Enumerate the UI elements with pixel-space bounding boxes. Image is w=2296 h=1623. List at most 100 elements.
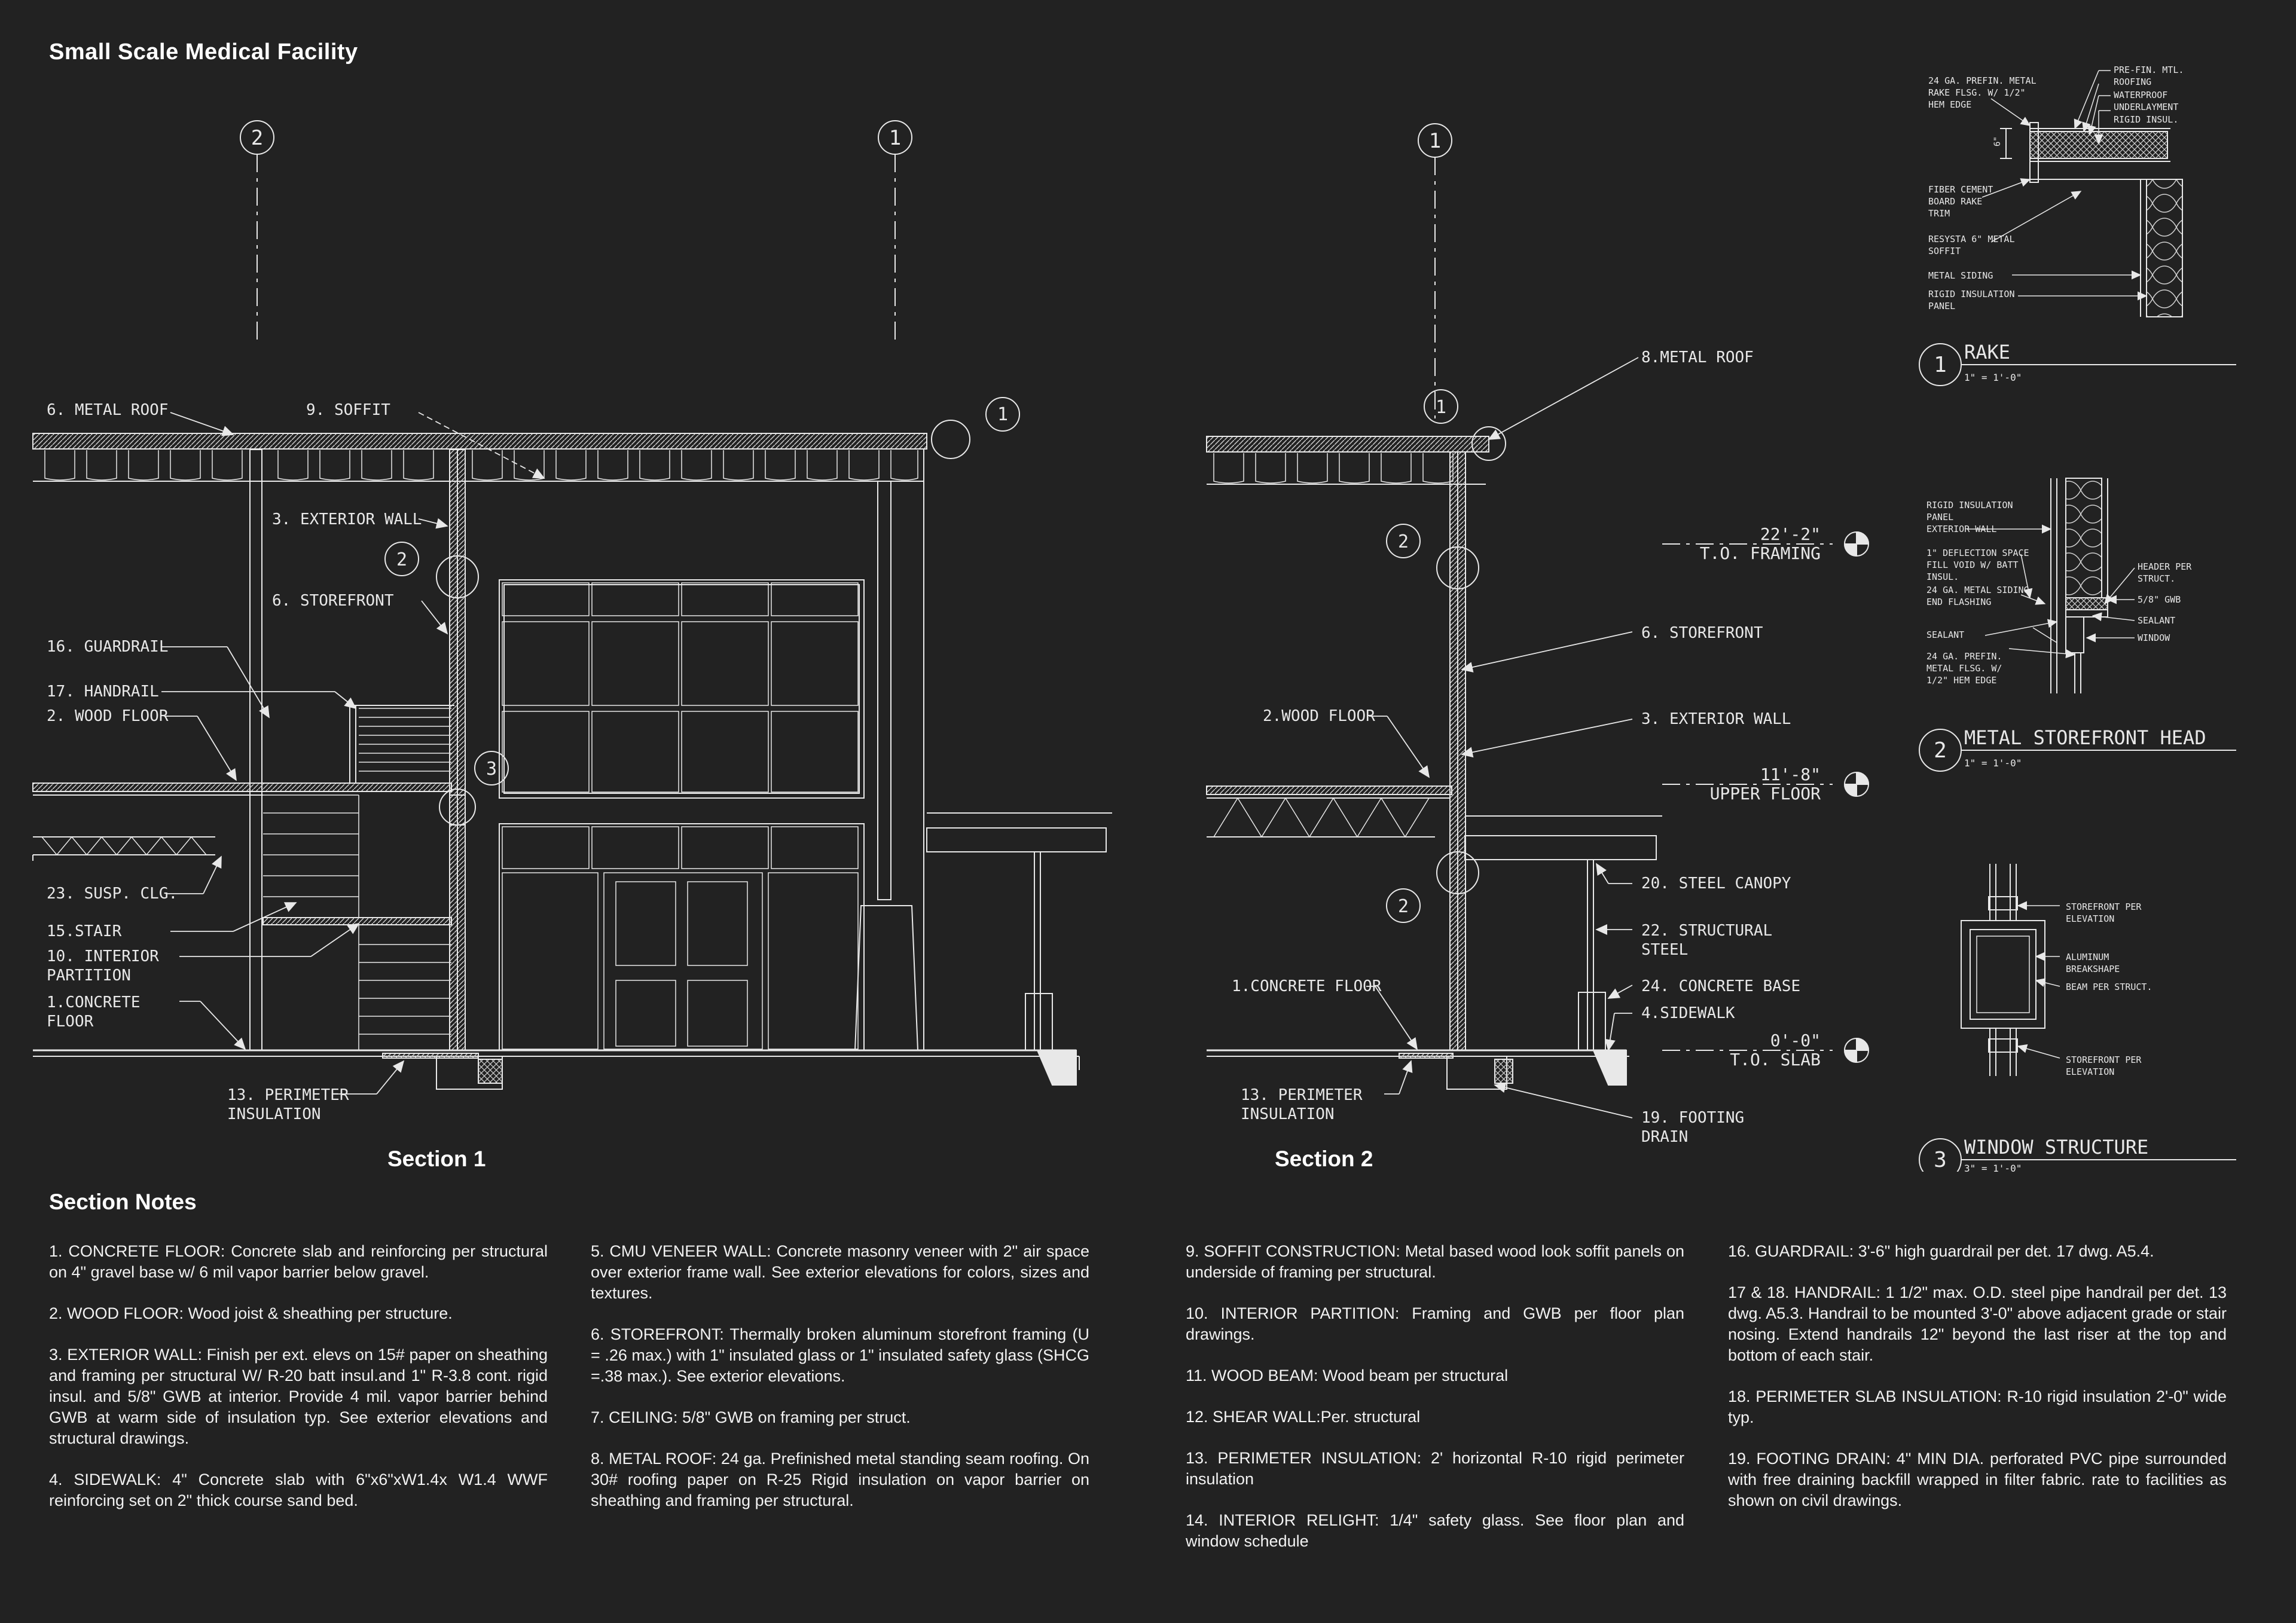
ws-r5: BEAM PER STRUCT. [2066, 982, 2152, 992]
section-2-leaders [1366, 357, 1639, 1118]
label-storefront: 6. STOREFRONT [272, 592, 394, 610]
section-notes-title: Section Notes [49, 1190, 197, 1214]
rake-l2: RAKE FLSG. W/ 1/2" [1928, 87, 2026, 98]
gridline-right [1418, 123, 1452, 418]
label-guardrail: 16. GUARDRAIL [47, 638, 169, 656]
ws-r7: ELEVATION [2066, 1066, 2114, 1077]
section-2-title: Section 2 [1275, 1147, 1373, 1171]
sfh-l5: FILL VOID W/ BATT [1926, 560, 2019, 570]
note-item: 1. CONCRETE FLOOR: Concrete slab and rei… [49, 1242, 548, 1281]
rake-l6: TRIM [1928, 208, 1950, 219]
sheet-title: Small Scale Medical Facility [49, 39, 358, 65]
rake-r4: UNDERLAYMENT [2114, 102, 2178, 112]
ws-r2: ELEVATION [2066, 913, 2114, 924]
note-item: 4. SIDEWALK: 4" Concrete slab with 6"x6"… [49, 1471, 548, 1509]
note-item: 3. EXTERIOR WALL: Finish per ext. elevs … [49, 1346, 548, 1447]
rake-r3: WATERPROOF [2114, 90, 2167, 100]
elev-framing-label: T.O. FRAMING [1700, 543, 1821, 563]
label-soffit: 9. SOFFIT [306, 401, 390, 419]
label-concrete-floor-2: FLOOR [47, 1013, 94, 1031]
note-item: 12. SHEAR WALL:Per. structural [1186, 1408, 1421, 1426]
notes-column-2: 5. CMU VENEER WALL: Concrete masonry ven… [591, 1241, 1089, 1532]
rake-l8: SOFFIT [1928, 246, 1961, 256]
s2-label-footing-1: 19. FOOTING [1641, 1109, 1744, 1127]
sfh-l6: INSUL. [1926, 571, 1959, 582]
sfh-l12: 1/2" HEM EDGE [1926, 675, 1996, 686]
s2-label-perimeter-2: INSULATION [1241, 1105, 1335, 1123]
rake-r2: ROOFING [2114, 77, 2151, 87]
note-item: 9. SOFFIT CONSTRUCTION: Metal based wood… [1186, 1242, 1684, 1281]
detail-rake [1919, 70, 2236, 386]
gridline-mid [878, 120, 912, 341]
note-item: 7. CEILING: 5/8" GWB on framing per stru… [591, 1408, 911, 1426]
sfh-l8: END FLASHING [1926, 597, 1991, 607]
ws-r3: ALUMINUM [2066, 952, 2109, 962]
callout-3-label: 3 [486, 759, 497, 780]
s2-label-wood-floor: 2.WOOD FLOOR [1263, 707, 1375, 725]
section-1-drawing [32, 397, 1112, 1090]
elev-upper-label: UPPER FLOOR [1710, 784, 1821, 803]
s2-label-exterior-wall: 3. EXTERIOR WALL [1641, 710, 1791, 728]
ws-r1: STOREFRONT PER [2066, 901, 2142, 912]
sfh-r4: SEALANT [2138, 615, 2175, 626]
note-item: 19. FOOTING DRAIN: 4" MIN DIA. perforate… [1728, 1450, 2227, 1509]
note-item: 11. WOOD BEAM: Wood beam per structural [1186, 1367, 1509, 1384]
s2-label-structural-steel-2: STEEL [1641, 941, 1688, 959]
s2-label-metal-roof: 8.METAL ROOF [1641, 349, 1754, 366]
gridline-label-left: 2 [251, 126, 263, 150]
rake-l9: METAL SIDING [1928, 270, 1993, 281]
gridline-left [240, 120, 274, 341]
section-1-title: Section 1 [387, 1147, 486, 1171]
notes-column-1: 1. CONCRETE FLOOR: Concrete slab and rei… [49, 1241, 548, 1532]
s2-label-concrete-base: 24. CONCRETE BASE [1641, 977, 1800, 995]
sfh-l7: 24 GA. METAL SIDING [1926, 585, 2029, 595]
label-perimeter-1: 13. PERIMETER [227, 1086, 349, 1104]
label-wood-floor: 2. WOOD FLOOR [47, 707, 169, 725]
s2-callout-2b-label: 2 [1398, 896, 1409, 917]
s2-label-perimeter-1: 13. PERIMETER [1241, 1086, 1363, 1104]
label-exterior-wall: 3. EXTERIOR WALL [272, 511, 422, 528]
label-interior-partition-2: PARTITION [47, 967, 131, 985]
s2-label-concrete-floor: 1.CONCRETE FLOOR [1232, 977, 1382, 995]
rake-l10: RIGID INSULATION [1928, 289, 2015, 299]
rake-scale: 1" = 1'-0" [1964, 372, 2022, 383]
label-metal-roof: 6. METAL ROOF [47, 401, 169, 419]
sfh-title: METAL STOREFRONT HEAD [1964, 726, 2206, 749]
callout-1-label: 1 [997, 404, 1008, 425]
note-item: 10. INTERIOR PARTITION: Framing and GWB … [1186, 1304, 1684, 1343]
ws-r4: BREAKSHAPE [2066, 964, 2120, 974]
sfh-l1: RIGID INSULATION [1926, 500, 2013, 511]
ws-title: WINDOW STRUCTURE [1964, 1136, 2148, 1159]
ws-scale: 3" = 1'-0" [1964, 1163, 2022, 1172]
gridline-label-mid: 1 [889, 126, 901, 150]
sfh-r5: WINDOW [2138, 632, 2170, 643]
note-item: 18. PERIMETER SLAB INSULATION: R-10 rigi… [1728, 1387, 2227, 1426]
sfh-r2: STRUCT. [2138, 573, 2175, 584]
section-drawing: 2 1 1 6. METAL ROOF 9. SOFFIT 3. EXTERIO… [32, 65, 2236, 1172]
note-item: 16. GUARDRAIL: 3'-6" high guardrail per … [1728, 1242, 2154, 1260]
label-perimeter-2: INSULATION [227, 1105, 321, 1123]
label-susp-clg: 23. SUSP. CLG. [47, 885, 178, 903]
ws-r6: STOREFRONT PER [2066, 1055, 2142, 1065]
elev-upper-value: 11'-8" [1760, 765, 1821, 784]
label-stair: 15.STAIR [47, 922, 122, 940]
sfh-l9: SEALANT [1926, 629, 1964, 640]
note-item: 8. METAL ROOF: 24 ga. Prefinished metal … [591, 1450, 1089, 1509]
label-interior-partition-1: 10. INTERIOR [47, 947, 159, 965]
rake-l5: BOARD RAKE [1928, 196, 1982, 207]
rake-l11: PANEL [1928, 301, 1955, 311]
s2-callout-1-label: 1 [1436, 397, 1446, 418]
note-item: 17 & 18. HANDRAIL: 1 1/2" max. O.D. stee… [1728, 1283, 2227, 1364]
s2-callout-2a-label: 2 [1398, 531, 1409, 552]
notes-column-3: 9. SOFFIT CONSTRUCTION: Metal based wood… [1186, 1241, 1684, 1572]
elev-framing-value: 22'-2" [1760, 524, 1821, 544]
sfh-r3: 5/8" GWB [2138, 594, 2181, 605]
rake-r5: RIGID INSUL. [2114, 114, 2178, 125]
s2-label-steel-canopy: 20. STEEL CANOPY [1641, 875, 1791, 893]
s2-label-sidewalk: 4.SIDEWALK [1641, 1004, 1735, 1022]
elev-slab-label: T.O. SLAB [1730, 1050, 1821, 1069]
sfh-num: 2 [1934, 738, 1947, 763]
sfh-l3: EXTERIOR WALL [1926, 524, 1996, 534]
label-concrete-floor-1: 1.CONCRETE [47, 994, 141, 1011]
